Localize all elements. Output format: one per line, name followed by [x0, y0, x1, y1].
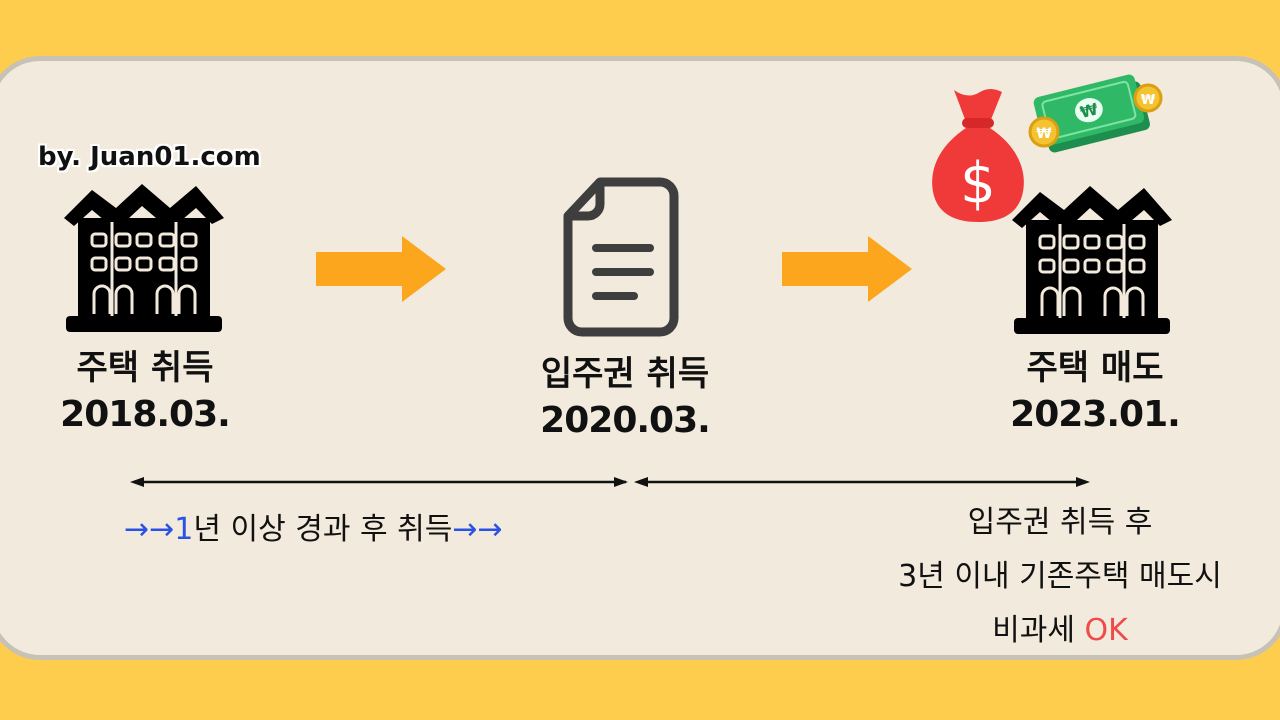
ok-highlight: OK: [1084, 613, 1128, 648]
cash-bills-icon: ₩ ₩ ₩: [1028, 74, 1163, 153]
step-3-title: 주택 매도: [1026, 348, 1164, 388]
step-1-title: 주택 취득: [76, 348, 214, 388]
timeline-line: [130, 477, 1090, 487]
tax-exemption-note: 입주권 취득 후 3년 이내 기존주택 매도시 비과세 OK: [840, 496, 1280, 658]
money-bag-icon: $: [932, 89, 1024, 222]
step-2-date: 2020.03.: [540, 400, 711, 441]
arrow-right-icon: [316, 236, 446, 302]
svg-text:$: $: [960, 151, 996, 216]
note-line-1: 입주권 취득 후: [967, 505, 1153, 540]
arrow-right-icon: [782, 236, 912, 302]
highlight-number: 1: [174, 512, 194, 547]
arrow-marks: →→: [452, 512, 503, 547]
svg-text:₩: ₩: [1036, 126, 1052, 142]
apartment-building-icon: [64, 184, 224, 332]
step-3-date: 2023.01.: [1010, 394, 1181, 435]
watermark-text: by. Juan01.com: [38, 142, 261, 172]
svg-text:₩: ₩: [1078, 99, 1100, 122]
interval-note-text: 년 이상 경과 후 취득: [193, 512, 453, 547]
note-line-2: 3년 이내 기존주택 매도시: [898, 559, 1222, 594]
note-line-3: 비과세 OK: [840, 604, 1280, 658]
step-1-date: 2018.03.: [60, 394, 231, 435]
svg-text:₩: ₩: [1141, 93, 1156, 108]
content-card: [0, 56, 1280, 660]
document-icon: [563, 177, 679, 337]
note-line-3-text: 비과세: [992, 613, 1085, 648]
apartment-building-icon: [1012, 186, 1172, 334]
interval-note: →→1년 이상 경과 후 취득→→: [124, 504, 503, 548]
arrow-marks: →→: [124, 512, 175, 547]
step-2-title: 입주권 취득: [540, 354, 710, 394]
